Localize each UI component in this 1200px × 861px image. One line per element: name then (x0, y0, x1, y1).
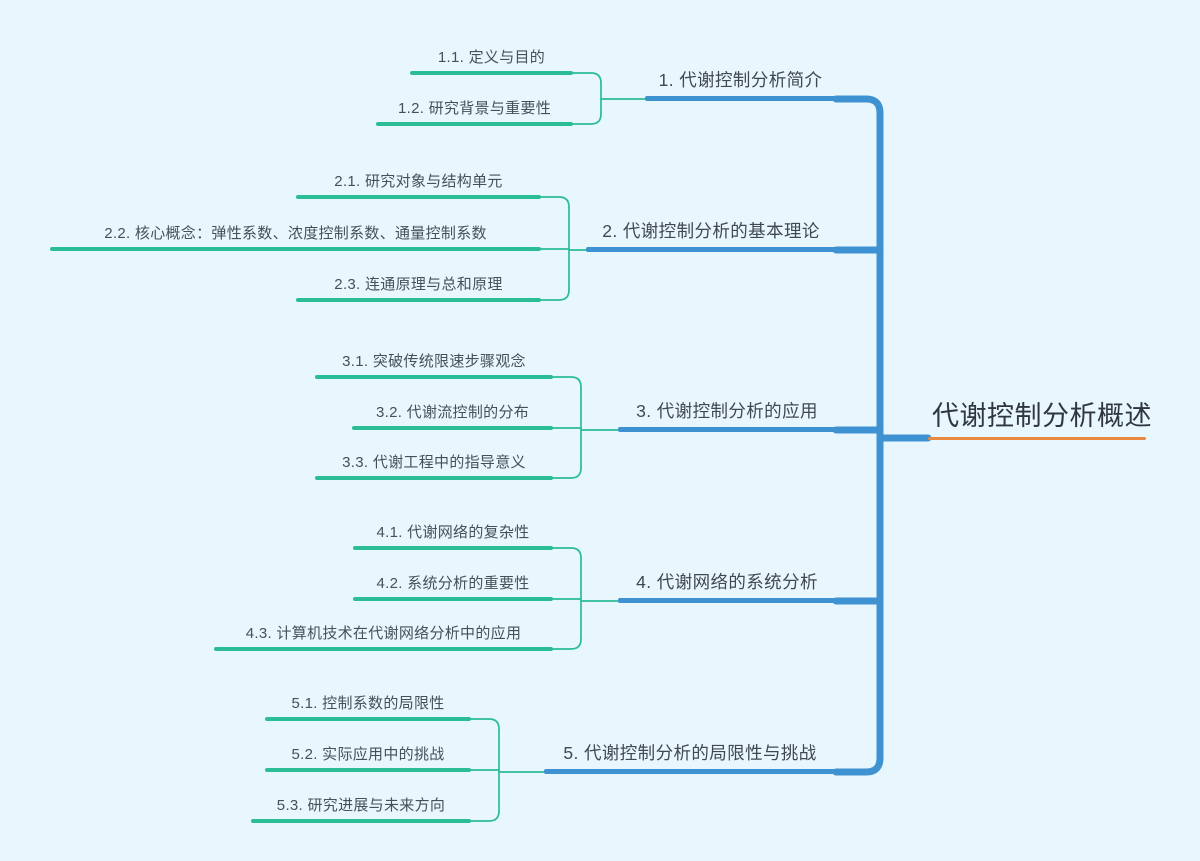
root-node-underline (928, 436, 1146, 440)
subnode-4-3-underline (214, 647, 553, 651)
subnode-4-3[interactable]: 4.3. 计算机技术在代谢网络分析中的应用 (214, 626, 553, 651)
subnode-2-1-underline (296, 195, 541, 199)
subnode-3-2-underline (352, 426, 553, 430)
branch-node-5-underline (544, 769, 836, 774)
branch-node-3-underline (618, 427, 836, 432)
branch-link-1-1 (572, 72, 602, 84)
subnode-1-1[interactable]: 1.1. 定义与目的 (410, 50, 573, 75)
branch-node-4-underline (618, 598, 836, 603)
subnode-4-2-underline (353, 597, 553, 601)
branch-node-2-underline (586, 247, 836, 252)
subnode-5-2-label: 5.2. 实际应用中的挑战 (291, 746, 445, 763)
branch-link-2-3 (540, 289, 570, 301)
subnode-5-1-underline (265, 717, 471, 721)
subnode-5-3[interactable]: 5.3. 研究进展与未来方向 (251, 798, 471, 823)
branch-node-3[interactable]: 3. 代谢控制分析的应用 (618, 400, 836, 432)
branch-link-3-1 (552, 376, 582, 388)
subnode-5-2[interactable]: 5.2. 实际应用中的挑战 (265, 747, 471, 772)
branch-node-2[interactable]: 2. 代谢控制分析的基本理论 (586, 220, 836, 252)
subnode-2-2[interactable]: 2.2. 核心概念：弹性系数、浓度控制系数、通量控制系数 (50, 226, 541, 251)
subnode-2-1-label: 2.1. 研究对象与结构单元 (334, 173, 503, 190)
subnode-4-1-label: 4.1. 代谢网络的复杂性 (376, 524, 530, 541)
subnode-1-1-label: 1.1. 定义与目的 (437, 49, 546, 66)
branch-link-4-3 (552, 638, 582, 650)
subnode-1-1-underline (410, 71, 573, 75)
subnode-3-3-label: 3.3. 代谢工程中的指导意义 (342, 454, 526, 471)
branch-link-4-1 (552, 547, 582, 559)
subnode-3-3-underline (315, 476, 553, 480)
subnode-4-2[interactable]: 4.2. 系统分析的重要性 (353, 576, 553, 601)
subnode-3-1[interactable]: 3.1. 突破传统限速步骤观念 (315, 354, 553, 379)
subnode-5-1-label: 5.1. 控制系数的局限性 (291, 695, 445, 712)
subnode-2-3[interactable]: 2.3. 连通原理与总和原理 (296, 277, 541, 302)
branch-link-5-3 (470, 810, 500, 822)
subnode-5-2-underline (265, 768, 471, 772)
subnode-1-2[interactable]: 1.2. 研究背景与重要性 (376, 101, 573, 126)
branch-node-2-label: 2. 代谢控制分析的基本理论 (602, 220, 820, 241)
subnode-1-2-label: 1.2. 研究背景与重要性 (397, 100, 552, 117)
subnode-5-3-underline (251, 819, 471, 823)
subnode-3-2-label: 3.2. 代谢流控制的分布 (375, 404, 530, 421)
subnode-3-1-underline (315, 375, 553, 379)
subnode-1-2-underline (376, 122, 573, 126)
branch-link-2-1 (540, 196, 570, 208)
branch-node-1-label: 1. 代谢控制分析简介 (658, 69, 823, 90)
trunk-branch-link-5 (832, 754, 884, 776)
subnode-2-1[interactable]: 2.1. 研究对象与结构单元 (296, 174, 541, 199)
trunk-branch-link-1 (832, 95, 884, 117)
branch-node-1-underline (645, 96, 836, 101)
subnode-2-2-label: 2.2. 核心概念：弹性系数、浓度控制系数、通量控制系数 (104, 225, 487, 242)
subnode-3-2[interactable]: 3.2. 代谢流控制的分布 (352, 405, 553, 430)
branch-link-5-1 (470, 718, 500, 730)
branch-node-5-label: 5. 代谢控制分析的局限性与挑战 (563, 742, 817, 763)
subnode-4-1[interactable]: 4.1. 代谢网络的复杂性 (353, 525, 553, 550)
subnode-3-3[interactable]: 3.3. 代谢工程中的指导意义 (315, 455, 553, 480)
subnode-3-1-label: 3.1. 突破传统限速步骤观念 (342, 353, 526, 370)
root-node-label: 代谢控制分析概述 (932, 400, 1152, 431)
subnode-5-3-label: 5.3. 研究进展与未来方向 (276, 797, 446, 814)
branch-link-1-2 (572, 113, 602, 125)
branch-node-4-label: 4. 代谢网络的系统分析 (636, 571, 818, 592)
subnode-2-3-underline (296, 298, 541, 302)
branch-link-3-3 (552, 467, 582, 479)
subnode-4-2-label: 4.2. 系统分析的重要性 (376, 575, 530, 592)
subnode-5-1[interactable]: 5.1. 控制系数的局限性 (265, 696, 471, 721)
subnode-4-3-label: 4.3. 计算机技术在代谢网络分析中的应用 (245, 625, 522, 642)
subnode-4-1-underline (353, 546, 553, 550)
branch-node-1[interactable]: 1. 代谢控制分析简介 (645, 69, 836, 101)
branch-node-5[interactable]: 5. 代谢控制分析的局限性与挑战 (544, 742, 836, 774)
root-node[interactable]: 代谢控制分析概述 (928, 400, 1152, 440)
subnode-2-3-label: 2.3. 连通原理与总和原理 (334, 276, 503, 293)
branch-node-4[interactable]: 4. 代谢网络的系统分析 (618, 571, 836, 603)
subnode-2-2-underline (50, 247, 541, 251)
branch-node-3-label: 3. 代谢控制分析的应用 (636, 400, 818, 421)
